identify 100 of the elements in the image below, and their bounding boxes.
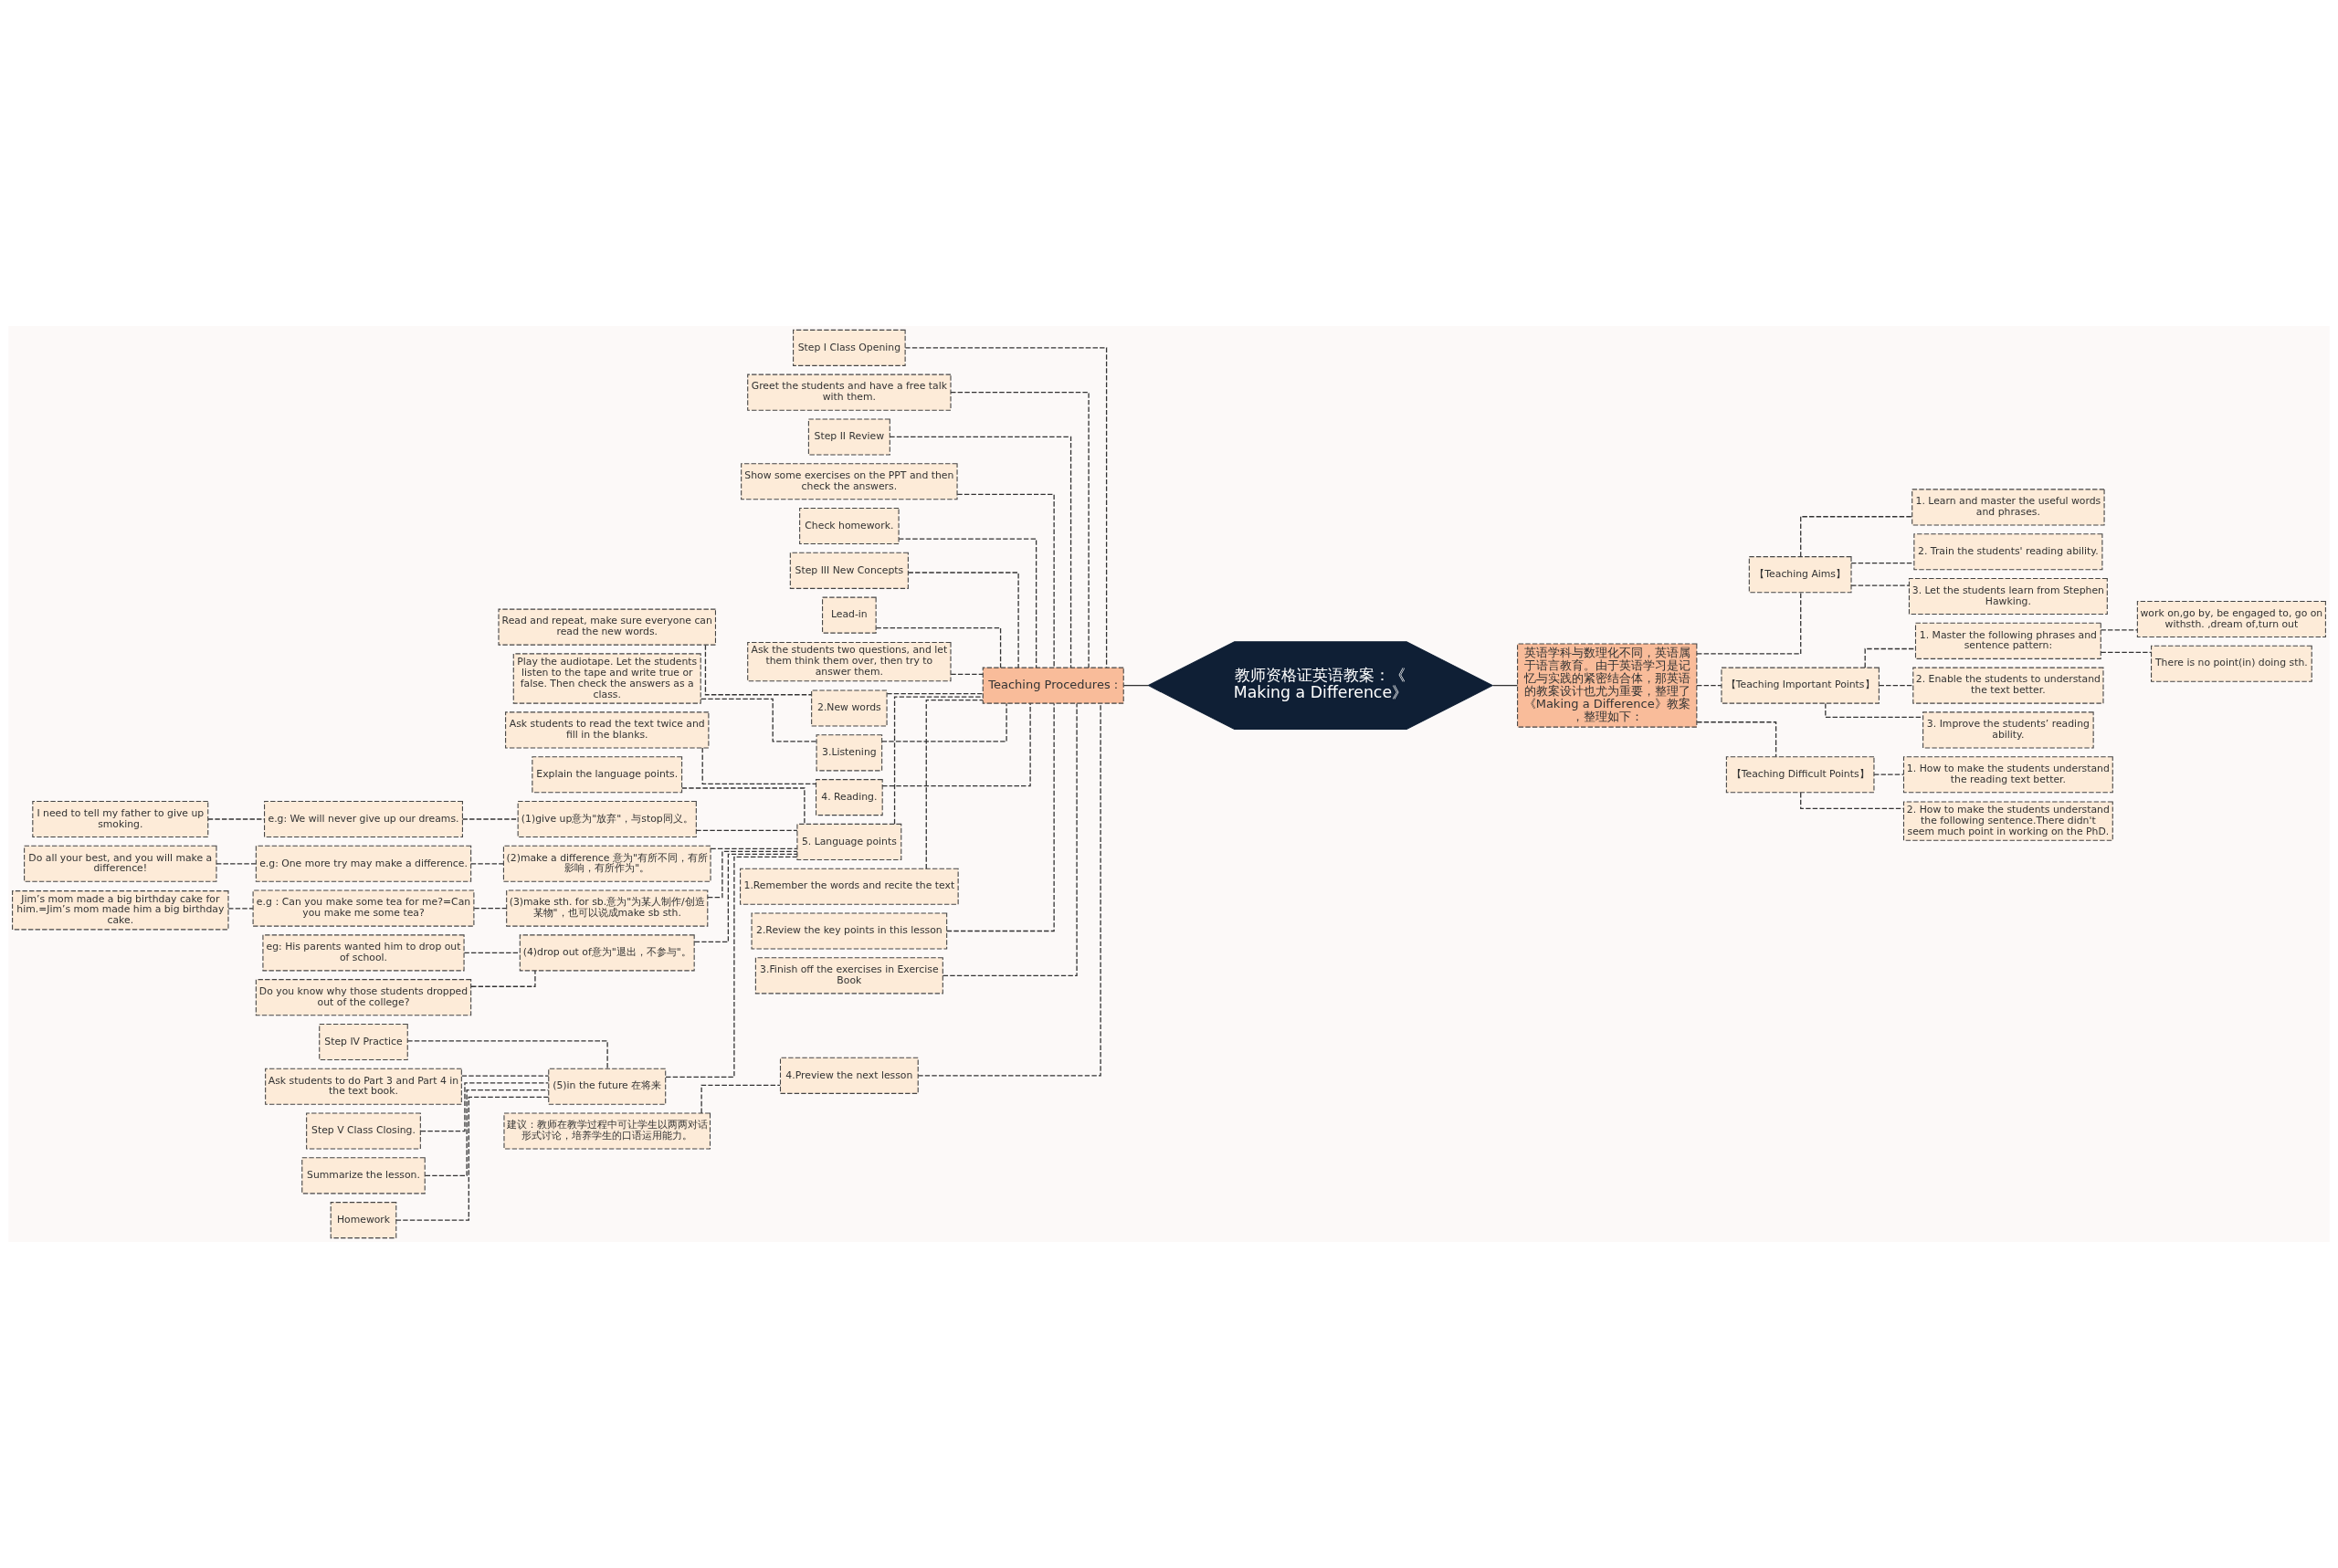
connector <box>917 702 1101 1077</box>
connector <box>424 1089 550 1176</box>
node-box: 1.Remember the words and recite the text <box>740 868 959 905</box>
node-box: Step III New Concepts <box>789 552 909 589</box>
connector <box>956 493 1055 668</box>
node-box: Greet the students and have a free talk with them. <box>747 374 952 411</box>
node-box: 1. Learn and master the useful words and phrases. <box>1911 489 2105 526</box>
connector <box>470 970 536 987</box>
node-box: (3)make sth. for sb.意为"为某人制作/创造某物"，也可以说成make sb sth. <box>506 889 709 927</box>
connector <box>216 863 257 865</box>
connector <box>893 696 984 825</box>
node-box: Teaching Procedures : <box>982 667 1124 704</box>
node-box: 4.Preview the next lesson <box>779 1057 919 1094</box>
node-box: e.g: One more try may make a difference. <box>255 845 472 882</box>
connector <box>1696 684 1722 687</box>
node-box: Homework <box>330 1202 397 1239</box>
node-box: 2. Enable the students to understand the text better. <box>1912 667 2104 704</box>
connector <box>950 392 1090 668</box>
connector <box>700 698 817 742</box>
connector <box>406 1040 608 1069</box>
node-box: 3. Let the students learn from Stephen Hawking. <box>1908 577 2108 616</box>
connector <box>1696 592 1802 655</box>
node-box: (1)give up意为"放弃"，与stop同义。 <box>517 800 697 838</box>
node-box: 2.Review the key points in this lesson <box>751 912 948 950</box>
node-box: 建议：教师在教学过程中可让学生以两两对话形式讨论，培养学生的口语运用能力。 <box>503 1112 711 1150</box>
node-box: 3. Improve the students’ reading ability. <box>1922 711 2094 749</box>
connector <box>700 1084 781 1114</box>
node-box: 3.Listening <box>816 734 883 772</box>
connector <box>461 1075 550 1077</box>
connector <box>881 702 1007 742</box>
node-box: 英语学科与数理化不同，英语属于语言教育。由于英语学习是记忆与实践的紧密结合体，那英语的教案设计也尤为重要，整理了《Making a Difference》教案，整理如下： <box>1517 643 1698 728</box>
node-box: 2. How to make the students understand the following sentence.There didn't seem much point in working on the PhD. <box>1902 801 2113 841</box>
node-box: Summarize the lesson. <box>301 1157 426 1194</box>
connector <box>2100 651 2152 653</box>
node-box: 1. Master the following phrases and sentence pattern: <box>1914 622 2101 659</box>
connector <box>461 818 519 820</box>
connector <box>1492 684 1519 687</box>
connector <box>904 347 1108 668</box>
connector <box>227 908 254 910</box>
node-box: 2. Train the students' reading ability. <box>1913 533 2103 571</box>
connector <box>908 572 1019 668</box>
connector <box>2100 629 2138 631</box>
node-box: e.g：Can you make some tea for me?=Can you make me some tea? <box>252 889 475 927</box>
node-box: 3.Finish off the exercises in Exercise Book <box>754 957 943 994</box>
node-box: I need to tell my father to give up smoking. <box>32 800 209 838</box>
connector <box>695 829 798 832</box>
connector <box>875 627 1002 668</box>
connector <box>701 747 817 784</box>
connector <box>704 644 813 696</box>
connector <box>898 538 1037 668</box>
connector <box>943 702 1078 976</box>
node-box: e.g: We will never give up our dreams. <box>264 800 463 838</box>
node-box: 4. Reading. <box>816 779 883 816</box>
connector <box>889 436 1072 668</box>
connector <box>1800 516 1913 558</box>
connector <box>1122 684 1149 687</box>
node-box: 2.New words <box>811 689 888 727</box>
connector <box>950 673 984 676</box>
node-box: eg: His parents wanted him to drop out of school. <box>262 934 465 972</box>
node-box: Check homework. <box>799 508 900 545</box>
connector <box>470 863 504 865</box>
node-box: Lead-in <box>822 596 877 634</box>
connector <box>1825 702 1924 718</box>
connector <box>1878 684 1914 687</box>
node-box: There is no point(in) doing sth. <box>2151 645 2312 682</box>
node-box: Do all your best, and you will make a difference! <box>24 845 217 882</box>
connector <box>473 907 508 910</box>
connector <box>881 702 1031 787</box>
node-box: Jim’s mom made a big birthday cake for him.=Jim’s mom made him a big birthday cake. <box>12 890 229 931</box>
node-box: 【Teaching Important Points】 <box>1721 667 1880 704</box>
connector <box>1850 563 1915 564</box>
connector <box>707 850 798 899</box>
connector <box>710 847 798 849</box>
node-box: Play the audiotape. Let the students listen to the tape and write true or false. Then check the answers as a class. <box>512 653 701 704</box>
node-box: Ask students to read the text twice and fill in the blanks. <box>505 711 710 749</box>
node-box: 【Teaching Aims】 <box>1748 556 1852 594</box>
connector <box>681 787 806 825</box>
connector <box>1696 721 1777 758</box>
connector <box>886 692 984 695</box>
node-box: 【Teaching Difficult Points】 <box>1725 756 1875 794</box>
connector <box>1873 773 1904 775</box>
node-box: Explain the language points. <box>532 756 683 794</box>
node-box: Step IV Practice <box>319 1023 408 1060</box>
connector <box>1800 792 1904 809</box>
node-box: 5. Language points <box>796 823 902 860</box>
connector <box>419 1082 550 1132</box>
connector <box>1850 584 1910 586</box>
node-box: (4)drop out of意为"退出，不参与"。 <box>519 934 695 972</box>
node-box: Ask students to do Part 3 and Part 4 in the text book. <box>265 1068 462 1105</box>
node-box: Step II Review <box>807 418 890 456</box>
node-box: Step V Class Closing. <box>306 1112 421 1150</box>
connector <box>395 1096 550 1221</box>
node-box: Ask the students two questions, and let them think them over, then try to answer them. <box>747 641 952 682</box>
node-box: Show some exercises on the PPT and then check the answers. <box>741 463 958 500</box>
node-box: (5)in the future 在将来 <box>548 1068 667 1105</box>
node-box: (2)make a difference 意为"有所不同，有所影响，有所作为"。 <box>502 845 711 882</box>
node-box: 1. How to make the students understand the reading text better. <box>1902 756 2113 794</box>
connector <box>693 853 798 943</box>
connector <box>463 952 521 954</box>
node-box: Step I Class Opening <box>793 329 906 366</box>
